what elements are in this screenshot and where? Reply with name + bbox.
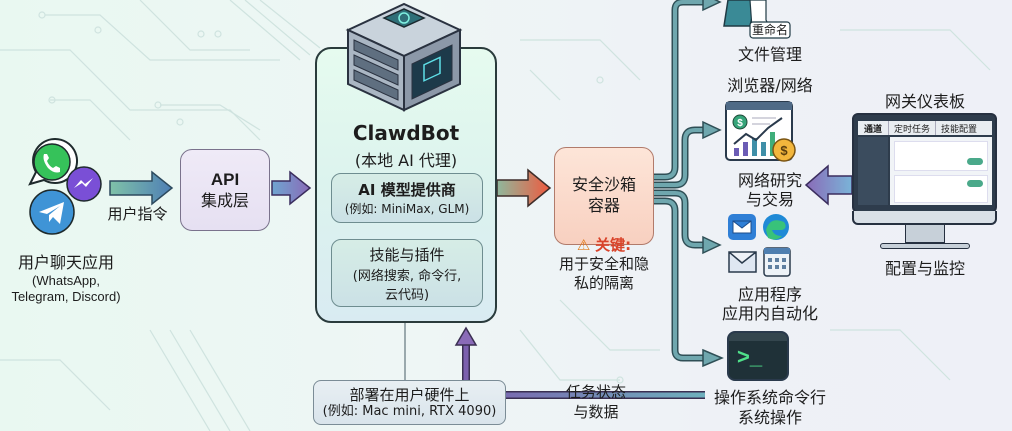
telegram-icon [29, 189, 75, 235]
dashboard-tab-channels[interactable]: 通道 [864, 125, 883, 135]
os-label-2: 系统操作 [737, 408, 802, 427]
warning-icon: ⚠ [576, 236, 591, 254]
dashboard-tab-schedules[interactable]: 定时任务 [888, 121, 935, 135]
task-state-label-2: 与数据 [573, 403, 619, 421]
messenger-icon [66, 166, 102, 202]
apps-label-2: 应用内自动化 [721, 304, 818, 323]
toggle-switch[interactable] [967, 180, 983, 187]
svg-text:$: $ [780, 143, 788, 158]
research-label-2: 与交易 [745, 190, 794, 209]
secure-sandbox-container[interactable]: 安全沙箱 容器 [554, 147, 654, 245]
sandbox-warning-heading: ⚠ 关键: [548, 236, 660, 255]
arrowhead-file-mgmt [702, 0, 722, 12]
skills-title: 技能与插件 [369, 245, 445, 264]
deployment-title: 部署在用户硬件上 [349, 385, 470, 404]
apps-label-1: 应用程序 [737, 285, 802, 304]
server-cube-icon [345, 2, 463, 112]
research-label-1: 网络研究 [737, 171, 802, 190]
browser-label: 浏览器/网络 [727, 76, 813, 95]
model-provider-box[interactable]: AI 模型提供商 (例如: MiniMax, GLM) [331, 173, 483, 223]
monitor-chin [852, 211, 997, 225]
sandbox-warning-1: 用于安全和隐 [558, 255, 649, 273]
dashboard-title: 网关仪表板 [884, 92, 965, 111]
dashboard-caption: 配置与监控 [884, 259, 965, 278]
model-provider-detail: (例如: MiniMax, GLM) [344, 202, 470, 216]
user-apps-title: 用户聊天应用 [17, 253, 114, 272]
folder-icon [723, 0, 791, 39]
terminal-icon: >_ [727, 331, 789, 381]
clawdbot-title: ClawdBot [352, 121, 460, 145]
arrowhead-apps [702, 235, 722, 255]
user-apps-subtitle-1: (WhatsApp, [32, 273, 100, 288]
edge-browser-icon [763, 214, 789, 240]
deployment-box[interactable]: 部署在用户硬件上 (例如: Mac mini, RTX 4090) [313, 380, 506, 425]
arrow-api-to-clawdbot [271, 170, 312, 206]
arrowhead-to-clawdbot [454, 326, 478, 346]
monitor-base [880, 243, 970, 249]
svg-text:$: $ [737, 118, 743, 129]
dashboard-content [890, 137, 992, 205]
app-icons-group [728, 214, 791, 277]
user-chat-apps-icons [22, 136, 112, 246]
monitor-stand [905, 225, 945, 243]
deployment-detail: (例如: Mac mini, RTX 4090) [322, 403, 497, 419]
toggle-switch[interactable] [967, 158, 983, 165]
arrow-user-to-api [109, 170, 174, 206]
dashboard-monitor[interactable]: 通道 定时任务 技能配置 [852, 113, 997, 213]
clawdbot-subtitle: (本地 AI 代理) [354, 151, 458, 170]
envelope-icon [728, 251, 757, 273]
whatsapp-icon [28, 137, 79, 186]
mail-app-icon [728, 214, 756, 240]
terminal-prompt: >_ [737, 344, 763, 369]
skills-detail-2: 云代码) [384, 287, 430, 303]
arrow-clawdbot-to-sandbox [496, 168, 552, 208]
api-title: API [210, 170, 240, 190]
sandbox-title-1: 安全沙箱 [571, 175, 636, 195]
skills-plugins-box[interactable]: 技能与插件 (网络搜索, 命令行, 云代码) [331, 239, 483, 307]
dashboard-tabs: 通道 定时任务 技能配置 [858, 121, 992, 135]
task-state-label-1: 任务状态 [565, 383, 626, 401]
file-mgmt-label: 文件管理 [737, 45, 802, 64]
user-apps-subtitle-2: Telegram, Discord) [11, 289, 121, 304]
calendar-icon [763, 247, 791, 277]
arrowhead-research [702, 120, 722, 140]
trading-chart-icon: $ $ [725, 101, 796, 162]
dashboard-tab-skills[interactable]: 技能配置 [935, 121, 982, 135]
rename-badge: 重命名 [751, 23, 788, 37]
model-provider-title: AI 模型提供商 [358, 181, 456, 199]
sandbox-warning-2: 私的隔离 [573, 274, 634, 292]
api-subtitle: 集成层 [200, 190, 249, 210]
os-label-1: 操作系统命令行 [713, 388, 826, 407]
dashboard-sidebar [858, 137, 888, 205]
skills-detail-1: (网络搜索, 命令行, [352, 268, 462, 284]
warning-prefix: 关键: [595, 236, 632, 254]
arrowhead-os [702, 348, 724, 368]
arrow-dashboard-to-agent [804, 164, 853, 206]
user-command-label: 用户指令 [107, 205, 168, 223]
sandbox-title-2: 容器 [587, 196, 620, 215]
api-integration-layer[interactable]: API 集成层 [180, 149, 270, 231]
